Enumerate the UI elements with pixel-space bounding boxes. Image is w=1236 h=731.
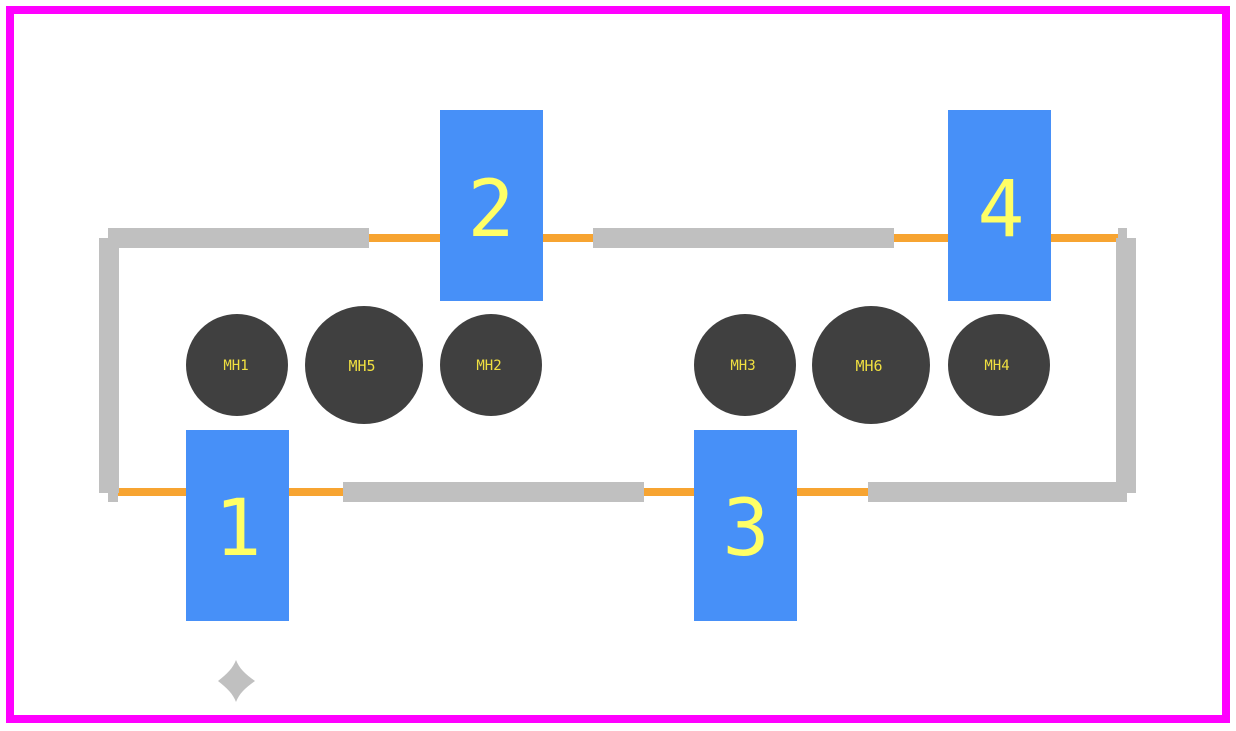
pad-3[interactable]: 3	[694, 430, 797, 621]
silk-left-side	[99, 238, 119, 493]
mounting-hole-mh1[interactable]: MH1	[186, 314, 288, 416]
mh5-label: MH5	[348, 357, 375, 375]
mh4-label: MH4	[984, 358, 1009, 374]
silk-top-middle	[593, 228, 894, 248]
mounting-holes: MH1 MH5 MH2 MH3 MH6 MH4	[186, 306, 1050, 424]
mh6-label: MH6	[855, 357, 882, 375]
silk-right-side	[1116, 238, 1136, 493]
mounting-hole-mh3[interactable]: MH3	[694, 314, 796, 416]
mounting-hole-mh5[interactable]: MH5	[305, 306, 423, 424]
silk-right-notch	[1118, 228, 1127, 240]
mh3-label: MH3	[730, 358, 755, 374]
pads: 1 2 3 4	[186, 110, 1051, 621]
board-outline	[6, 6, 1230, 723]
silk-left-notch	[108, 482, 118, 502]
pad-1-label: 1	[215, 484, 262, 574]
pad-1[interactable]: 1	[186, 430, 289, 621]
mh2-label: MH2	[476, 358, 501, 374]
pad-4[interactable]: 4	[948, 110, 1051, 301]
pad-4-label: 4	[978, 165, 1025, 255]
pad-2[interactable]: 2	[440, 110, 543, 301]
origin-cross-icon	[218, 660, 255, 702]
pad-2-label: 2	[468, 165, 515, 255]
silk-bottom-right	[868, 482, 1127, 502]
pad-3-label: 3	[723, 484, 770, 574]
mounting-hole-mh6[interactable]: MH6	[812, 306, 930, 424]
silkscreen-outline	[99, 228, 1136, 502]
mh1-label: MH1	[223, 358, 248, 374]
silk-bottom-middle	[343, 482, 644, 502]
silk-top-left	[108, 228, 369, 248]
mounting-hole-mh4[interactable]: MH4	[948, 314, 1050, 416]
mounting-hole-mh2[interactable]: MH2	[440, 314, 542, 416]
